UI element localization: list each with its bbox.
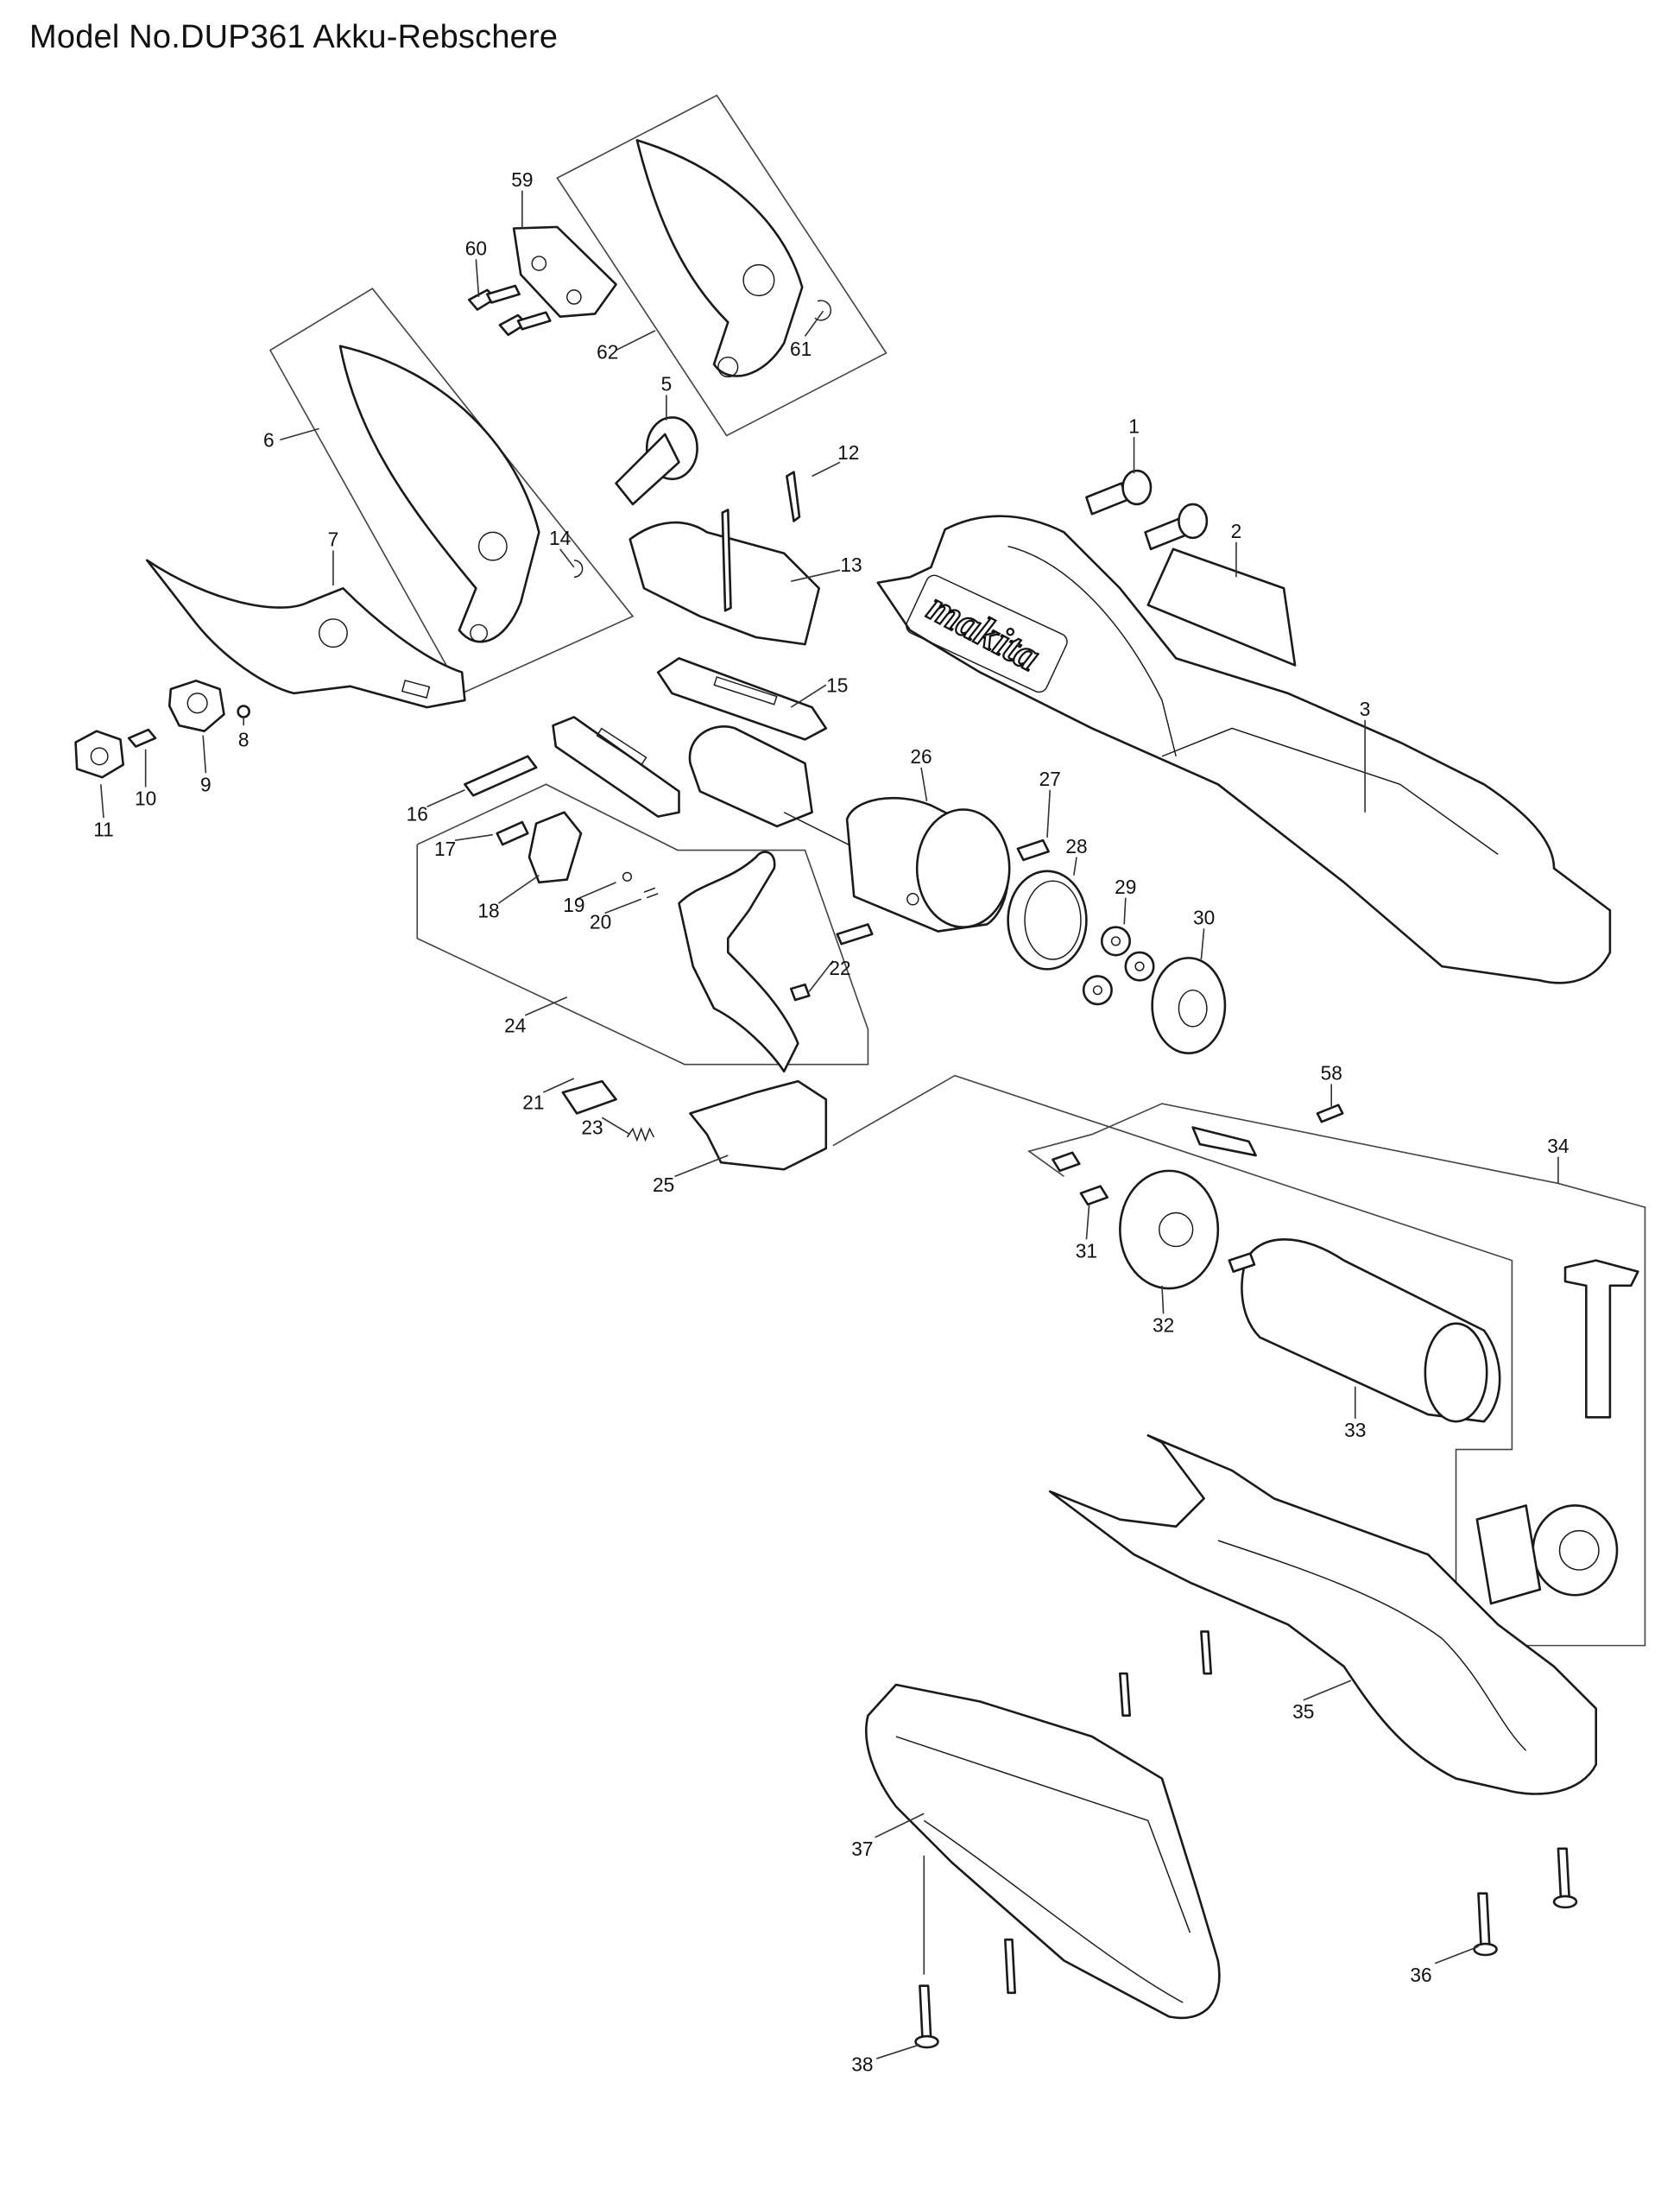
callout-35: 35 (1292, 1700, 1314, 1723)
group-box-trigger (416, 783, 869, 1066)
callout-2: 2 (1231, 520, 1242, 542)
callout-8: 8 (238, 729, 249, 751)
callout-37: 37 (851, 1838, 873, 1860)
parts-8-11-fasteners (74, 680, 250, 779)
callout-62: 62 (597, 340, 618, 363)
part-26-gear-housing (688, 725, 1011, 933)
group-box-blade-upper (556, 94, 887, 437)
callout-10: 10 (135, 788, 156, 810)
callout-27: 27 (1039, 768, 1061, 790)
callout-5: 5 (661, 373, 673, 395)
callout-1: 1 (1128, 414, 1140, 437)
callout-21: 21 (522, 1091, 544, 1114)
callout-3: 3 (1360, 698, 1371, 720)
leader-lines (99, 190, 1559, 2059)
part-37-side-cover (865, 1683, 1221, 2020)
callout-16: 16 (407, 802, 428, 825)
callout-20: 20 (590, 910, 611, 933)
callout-33: 33 (1344, 1419, 1366, 1441)
part-35-lower-housing (1048, 1434, 1597, 1795)
part-58-plate-screw (1191, 1104, 1344, 1157)
callout-28: 28 (1065, 835, 1087, 857)
callout-38: 38 (851, 2053, 873, 2076)
callout-13: 13 (840, 554, 862, 576)
callout-11: 11 (93, 818, 114, 840)
parts-17-20-trigger-lock (496, 811, 659, 899)
part-22-24-trigger (678, 851, 811, 1073)
parts-36-38-screws (914, 1847, 1578, 2049)
callout-26: 26 (910, 745, 932, 768)
part-5-pivot-pin (615, 416, 698, 506)
callout-29: 29 (1115, 876, 1136, 898)
part-12-13-bracket (628, 471, 820, 646)
callout-18: 18 (477, 899, 499, 921)
callout-6: 6 (263, 428, 275, 451)
callout-59: 59 (511, 168, 533, 191)
callout-61: 61 (790, 338, 812, 360)
part-30-washer (1151, 957, 1227, 1054)
part-25-switch-holder (689, 1079, 828, 1171)
callout-15: 15 (826, 674, 848, 696)
callout-34: 34 (1547, 1135, 1569, 1157)
part-62-upper-blade (635, 139, 832, 378)
part-3-upper-housing: makita (876, 515, 1612, 984)
part-59-plate (467, 225, 617, 337)
part-23-spring (626, 1127, 654, 1142)
part-33-motor (1228, 1238, 1501, 1423)
callout-9: 9 (200, 773, 212, 795)
callout-31: 31 (1076, 1239, 1097, 1262)
part-1-bolts (1085, 469, 1209, 551)
part-2-label-plate (1146, 547, 1297, 667)
part-21-block (561, 1079, 617, 1115)
part-15-link (656, 657, 828, 741)
part-34-switch (1475, 1259, 1639, 1605)
callout-14: 14 (549, 527, 571, 549)
part-31-32-motor-bracket (1052, 1151, 1220, 1290)
callout-7: 7 (328, 528, 339, 551)
callout-60: 60 (465, 237, 487, 259)
callout-30: 30 (1193, 906, 1215, 928)
part-16-link-pin (464, 716, 680, 818)
callout-19: 19 (563, 894, 584, 916)
part-6-blade (338, 345, 584, 643)
callout-12: 12 (837, 441, 859, 464)
part-screw-26 (836, 923, 874, 946)
callout-25: 25 (653, 1174, 674, 1196)
diagram-title: Model No.DUP361 Akku-Rebschere (29, 19, 559, 55)
callout-23: 23 (581, 1117, 603, 1139)
callout-36: 36 (1410, 1964, 1431, 1986)
callout-32: 32 (1153, 1313, 1174, 1336)
callout-58: 58 (1321, 1061, 1342, 1084)
callout-24: 24 (504, 1014, 526, 1036)
callout-22: 22 (829, 957, 850, 979)
part-29-planet-gears (1082, 926, 1155, 1006)
callout-17: 17 (434, 838, 456, 860)
part-27-screw (1016, 838, 1050, 862)
callout-labels: 59 60 62 61 5 6 12 1 2 7 14 13 3 15 8 9 … (93, 168, 1569, 2076)
part-7-hook-blade (145, 559, 466, 709)
part-28-ring-gear (1007, 870, 1088, 971)
group-box-blade-lower (268, 288, 635, 694)
group-box-switch (832, 1074, 1646, 1647)
